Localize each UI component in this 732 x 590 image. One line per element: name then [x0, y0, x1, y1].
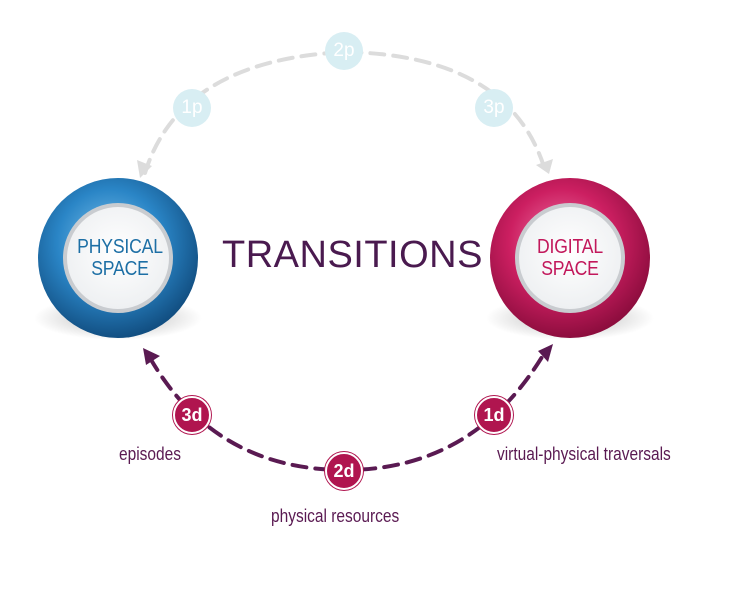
upper-arc-left-arrowhead: [137, 160, 152, 178]
physical-space-label-line1: PHYSICAL: [77, 236, 163, 258]
caption-physical-resources: physical resources: [271, 506, 400, 526]
step-badge-2d: 2d: [325, 452, 363, 490]
step-badge-1d: 1d: [475, 396, 513, 434]
physical-space-node: [34, 178, 202, 340]
digital-space-label: DIGITAL SPACE: [517, 236, 623, 280]
step-badge-3p: 3p: [475, 89, 513, 127]
digital-space-node: [486, 178, 654, 340]
lower-arc-left-arrowhead: [143, 348, 160, 365]
step-badge-2p: 2p: [325, 32, 363, 70]
step-badge-1p: 1p: [173, 89, 211, 127]
digital-space-label-line2: SPACE: [541, 258, 599, 280]
diagram-title: TRANSITIONS: [222, 234, 483, 276]
physical-space-label: PHYSICAL SPACE: [67, 236, 173, 280]
lower-arc-right-arrowhead: [538, 344, 553, 362]
caption-episodes: episodes: [119, 444, 181, 464]
caption-virtual-physical-traversals: virtual-physical traversals: [497, 444, 671, 464]
upper-arc-right-arrowhead: [536, 159, 553, 174]
step-badge-3d: 3d: [173, 396, 211, 434]
physical-space-label-line2: SPACE: [91, 258, 149, 280]
digital-space-label-line1: DIGITAL: [537, 236, 603, 258]
